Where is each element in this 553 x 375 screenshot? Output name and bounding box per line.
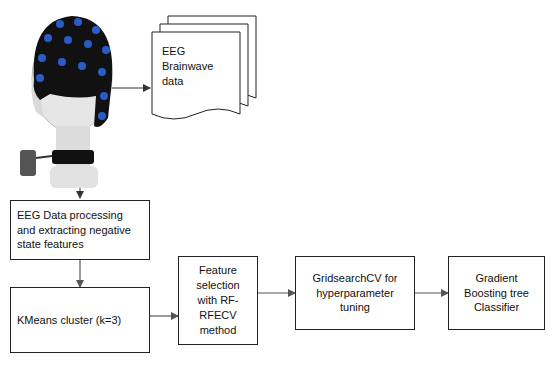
flow-arrow bbox=[79, 260, 80, 287]
text-group: Gradient Boosting tree Classifier bbox=[455, 271, 538, 316]
node-label: KMeans cluster (k=3) bbox=[17, 313, 121, 328]
node-label: GridsearchCV for hyperparameter tuning bbox=[302, 271, 408, 316]
process-box: KMeans cluster (k=3) bbox=[10, 287, 150, 353]
headset-arrow bbox=[80, 188, 81, 198]
node-label: Gradient Boosting tree Classifier bbox=[455, 271, 538, 316]
text-group: KMeans cluster (k=3) bbox=[17, 313, 121, 328]
headset-arrow bbox=[112, 88, 150, 89]
flow-arrow bbox=[150, 315, 178, 316]
node-label: EEG Data processing and extracting negat… bbox=[17, 208, 143, 253]
process-box: Gradient Boosting tree Classifier bbox=[448, 256, 545, 330]
process-box: Feature selection with RF-RFECV method bbox=[178, 256, 258, 345]
text-group: GridsearchCV for hyperparameter tuning bbox=[302, 271, 408, 316]
eeg-headset-illustration bbox=[20, 16, 112, 188]
text-group: EEG Data processing and extracting negat… bbox=[17, 208, 143, 253]
text-group: Feature selection with RF-RFECV method bbox=[185, 263, 251, 337]
node-label: Feature selection with RF-RFECV method bbox=[185, 263, 251, 337]
process-box: EEG Data processing and extracting negat… bbox=[10, 200, 150, 260]
flow-arrow bbox=[258, 292, 295, 293]
flow-arrow bbox=[415, 292, 448, 293]
text-group: EEG Brainwave data bbox=[162, 44, 232, 89]
process-box: GridsearchCV for hyperparameter tuning bbox=[295, 256, 415, 330]
node-label: EEG Brainwave data bbox=[162, 44, 232, 89]
document-stack: EEG Brainwave data bbox=[152, 32, 240, 122]
